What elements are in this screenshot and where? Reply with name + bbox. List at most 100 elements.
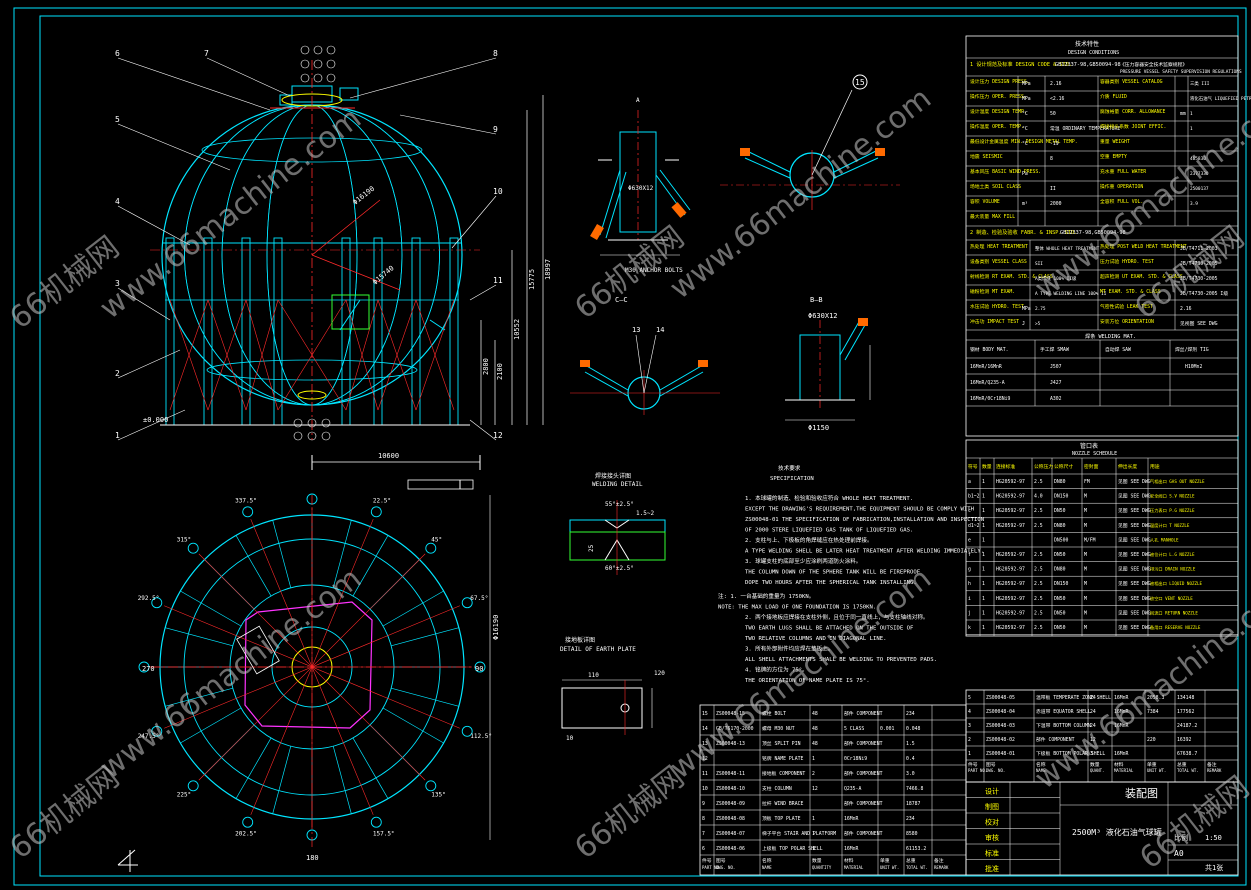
plan-dim-top: 10600 [378,452,399,460]
dc-weld-title: 焊条 WELDING MAT. [1085,332,1136,340]
ns-cell: b1~2 [968,494,980,500]
title-role-label: 制图 [985,802,999,811]
bom-right-cell: 177562 [1177,709,1194,715]
plan-radial [391,627,459,647]
bom-right-head-en: DWG. NO. [986,768,1005,773]
watermark-1: www.66machine.com [93,101,368,326]
spec-line: 1. 本球罐的制造、检验和验收应符合 WHOLE HEAT TREATMENT. [745,494,913,502]
bom-left-cell: 13 [702,741,708,747]
ns-cell: 2.5 [1034,479,1043,485]
ns-cell: DN80 [1054,523,1066,529]
dim-height-2: 10552 [513,319,521,340]
spec-line: 3. 球罐支柱的底部至少应涂刷两道防火涂料。 [745,557,861,565]
spec-line: 2. 支柱与上、下极板的角焊缝应在热处理前焊接。 [745,536,873,544]
part-15-label: 15 [855,78,865,87]
dc-row-value: 8 [1050,156,1053,162]
column-foot [242,816,254,828]
ns-head: 公称尺寸 [1054,463,1073,470]
plan-angle-label: 247.5° [138,733,160,740]
bom-right-cell: 温带板 TEMPERATE ZONE SHELL [1036,694,1111,701]
bom-left-head-en: NAME [762,865,772,870]
dc-weld-cell: 16MnR/0Cr18Ni9 [970,396,1011,402]
ns-cell: M [1084,625,1087,631]
bom-left-cell: 1 [812,756,815,762]
nozzle-balloon [326,45,336,55]
plan-radial [180,707,242,744]
bom-left-cell: 1.5 [906,741,915,747]
dc-row-key: 基本风压 BASIC WIND PRESS. [970,168,1041,175]
bom-left-head-en: MATERIAL [844,865,864,870]
bom-left-cell: 16MnR [844,846,859,852]
bom-right-cell: 下温带 BOTTOM COLUMN [1036,722,1091,729]
bom-right-cell: 12 [1090,737,1096,743]
bom-left-head: 数量 [812,857,822,864]
ns-cell: j [968,610,971,616]
dc-row-key: 容积 VOLUME [970,198,1000,205]
dc-row-value2: 三类 III [1190,80,1210,87]
column-foot [242,506,254,518]
ns-cell: 回流口 RETURN NOZZLE [1150,609,1198,616]
ns-cell: 1 [982,625,985,631]
ns-cell: 见图 SEE DWG [1118,508,1151,514]
column-foot [425,542,437,554]
part-number-label: 2 [115,369,120,378]
plan-angle-label: 112.5° [470,733,492,740]
bom-right-cell: 2058.3 [1147,695,1164,701]
plan-radial [165,627,233,647]
section-top-right-labels: 15 [855,78,865,87]
dc-row-key2: 全容积 FULL VOL. [1100,198,1143,205]
dc-row2-value: SII [1035,261,1043,267]
nozzle-balloon [321,418,331,428]
bom-left-cell: 16MnR [844,816,859,822]
nozzle-balloon [293,418,303,428]
part-13-label: 13 [632,326,640,334]
plan-angle-label: 225° [177,791,191,798]
bom-right-cell: 134148 [1177,695,1194,701]
ns-cell: HG20592-97 [996,479,1025,485]
support-column [273,237,283,426]
title-block [965,781,1239,876]
part-number-label: 5 [115,115,120,124]
bom-right-cell: 16392 [1177,737,1192,743]
ns-cell: M [1084,508,1087,514]
part-leader [117,123,231,171]
watermark-2: 66机械网 [3,230,126,337]
title-sheet: A0 [1174,849,1184,858]
plan-angle-label: 45° [431,537,442,544]
column-foot [151,725,163,737]
bom-left-cell: 5 CLASS [844,726,864,732]
wind-brace [245,299,279,411]
part-leader [117,409,186,441]
ns-cell: DN150 [1054,494,1069,500]
dc-row2-key: 磁粉检测 MT EXAM. [970,288,1015,295]
ns-head: 用途 [1150,463,1160,470]
bom-right-head: 名称 [1036,761,1046,768]
dc-row2-key2: MT EXAM. STD. & CLASS [1100,289,1161,295]
bom-right-head: 单重 [1147,761,1157,768]
nozzle-balloon [326,59,336,69]
spec-line: 注: 1. 一台基础的重量为 1750KN。 [718,592,814,600]
support-column [449,237,459,426]
ns-cell: HG20592-97 [996,552,1025,558]
dc-row2-key2: 超声检测 UT EXAM. STD. & CLASS [1100,273,1183,280]
dc-row-value2: 465830 [1190,156,1206,162]
support-column [341,237,351,426]
bom-right-cell: 2 [968,737,971,743]
support-column [203,237,213,426]
dim-level: ±0.000 [143,416,168,424]
dc-row2-value: A TYPE WELDING LINE 100% II [1035,291,1107,297]
bom-left-cell: 61153.2 [906,846,926,852]
bom-right-cell: ZS00048-03 [986,723,1015,729]
watermark-12: 66机械网 [1133,770,1251,877]
dc-weld-cell: J507 [1050,364,1062,370]
bom-right-cell: 16MnR [1114,751,1129,757]
ns-cell: 2.5 [1034,508,1043,514]
dc-row-value: <2.16 [1050,96,1065,102]
plan-dim-right: Φ16190 [492,615,500,640]
nozzle-balloon [307,418,317,428]
part-leader [117,205,191,246]
main-elevation-view [150,60,544,440]
bom-left-cell: 上极板 TOP POLAR SHELL [762,845,823,852]
bom-left-cell: 7 [702,831,705,837]
